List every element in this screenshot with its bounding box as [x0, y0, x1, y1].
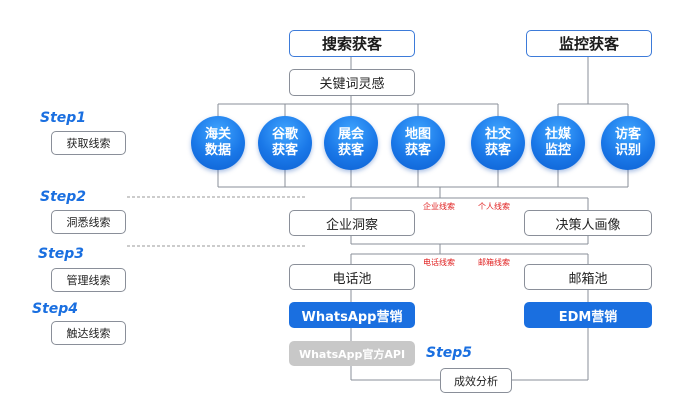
whatsapp-marketing-button[interactable]: WhatsApp营销: [289, 302, 415, 328]
company-clue-label: 企业线索: [423, 202, 455, 211]
email-pool-box[interactable]: 邮箱池: [524, 264, 652, 290]
edm-marketing-button[interactable]: EDM营销: [524, 302, 652, 328]
social-node[interactable]: 社交 获客: [471, 116, 525, 170]
node-line2: 获客: [404, 143, 431, 158]
step4-label: Step4: [32, 301, 79, 317]
node-line2: 数据: [204, 143, 231, 158]
node-line1: 社媒: [544, 127, 571, 142]
visitor-identification-node[interactable]: 访客 识别: [601, 116, 655, 170]
step5-label: Step5: [426, 345, 473, 361]
company-insight-box[interactable]: 企业洞察: [289, 210, 415, 236]
phone-pool-box[interactable]: 电话池: [289, 264, 415, 290]
email-clue-label: 邮箱线索: [478, 258, 510, 267]
social-media-monitor-node[interactable]: 社媒 监控: [531, 116, 585, 170]
search-acquisition-box[interactable]: 搜索获客: [289, 30, 415, 57]
step1-label: Step1: [40, 110, 87, 126]
step1-box[interactable]: 获取线索: [51, 131, 126, 155]
node-line2: 获客: [337, 143, 364, 158]
map-node[interactable]: 地图 获客: [391, 116, 445, 170]
step3-box[interactable]: 管理线索: [51, 268, 126, 292]
step2-box[interactable]: 洞悉线索: [51, 210, 126, 234]
customs-data-node[interactable]: 海关 数据: [191, 116, 245, 170]
node-line1: 地图: [404, 127, 431, 142]
node-line1: 访客: [614, 127, 641, 142]
person-clue-label: 个人线索: [478, 202, 510, 211]
step4-box[interactable]: 触达线索: [51, 321, 126, 345]
phone-clue-label: 电话线索: [423, 258, 455, 267]
step3-label: Step3: [38, 246, 85, 262]
keyword-inspiration-box[interactable]: 关键词灵感: [289, 69, 415, 96]
whatsapp-api-box[interactable]: WhatsApp官方API: [289, 341, 415, 366]
node-line2: 识别: [614, 143, 641, 158]
monitor-acquisition-box[interactable]: 监控获客: [526, 30, 652, 57]
exhibition-node[interactable]: 展会 获客: [324, 116, 378, 170]
node-line2: 监控: [544, 143, 571, 158]
decision-maker-profile-box[interactable]: 决策人画像: [524, 210, 652, 236]
node-line1: 谷歌: [271, 127, 298, 142]
node-line2: 获客: [484, 143, 511, 158]
google-node[interactable]: 谷歌 获客: [258, 116, 312, 170]
node-line1: 海关: [204, 127, 231, 142]
node-line1: 展会: [337, 127, 364, 142]
step2-label: Step2: [40, 189, 87, 205]
result-analysis-box[interactable]: 成效分析: [440, 368, 512, 393]
node-line1: 社交: [484, 127, 511, 142]
node-line2: 获客: [271, 143, 298, 158]
